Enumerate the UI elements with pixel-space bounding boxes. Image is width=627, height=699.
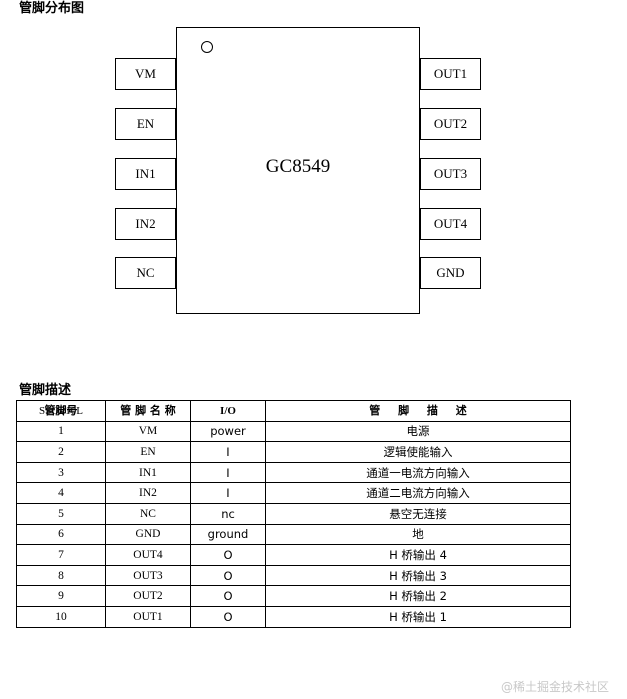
pin-number-cell: 8 — [16, 564, 106, 587]
pin-box-out3: OUT3 — [420, 158, 481, 190]
pin-description-cell: H 桥输出 3 — [265, 564, 571, 587]
pin-description-title: 管脚描述 — [19, 383, 72, 398]
pin-io-cell: ground — [190, 523, 266, 546]
pin-name-cell: EN — [105, 441, 191, 463]
pin-description-cell: 通道一电流方向输入 — [265, 461, 571, 484]
table-header-row: 管脚号 SSOP10L 管 脚 名 称 I/O 管 脚 描 述 — [16, 400, 571, 422]
pin-number-cell: 3 — [16, 461, 106, 484]
pin-box-out4: OUT4 — [420, 208, 481, 240]
pin-number-cell: 2 — [16, 441, 106, 463]
pin-name-cell: VM — [105, 420, 191, 443]
pin-io-cell: O — [190, 585, 266, 607]
header-io: I/O — [190, 400, 266, 422]
pin-box-out1: OUT1 — [420, 58, 481, 90]
pin-description-cell: 通道二电流方向输入 — [265, 482, 571, 504]
pin-description-cell: 地 — [265, 523, 571, 546]
pin-io-cell: O — [190, 544, 266, 566]
pin-description-cell: 电源 — [265, 420, 571, 443]
pin-io-cell: I — [190, 461, 266, 484]
pin-box-in2: IN2 — [115, 208, 176, 240]
pin-diagram-title: 管脚分布图 — [19, 1, 85, 16]
pin-box-gnd: GND — [420, 257, 481, 289]
watermark: @稀土掘金技术社区 — [501, 680, 610, 694]
pin-number-cell: 5 — [16, 502, 106, 525]
chip-body: GC8549 — [176, 27, 420, 314]
pin-box-en: EN — [115, 108, 176, 140]
pin-name-cell: OUT1 — [105, 605, 191, 628]
pin-name-cell: IN1 — [105, 461, 191, 484]
pin-number-cell: 7 — [16, 544, 106, 566]
pin-number-cell: 1 — [16, 420, 106, 443]
pin-number-cell: 10 — [16, 605, 106, 628]
pin-io-cell: O — [190, 564, 266, 587]
pin-name-cell: IN2 — [105, 482, 191, 504]
pin-number-cell: 4 — [16, 482, 106, 504]
pin-name-cell: GND — [105, 523, 191, 546]
chip-name: GC8549 — [265, 156, 331, 177]
pin-description-cell: H 桥输出 2 — [265, 585, 571, 607]
pin-box-in1: IN1 — [115, 158, 176, 190]
pin-description-cell: 悬空无连接 — [265, 502, 571, 525]
pin-number-cell: 9 — [16, 585, 106, 607]
pin-description-cell: H 桥输出 4 — [265, 544, 571, 566]
pin-name-cell: OUT4 — [105, 544, 191, 566]
pin-io-cell: power — [190, 420, 266, 443]
pin-box-vm: VM — [115, 58, 176, 90]
pin-number-cell: 6 — [16, 523, 106, 546]
header-pin-name: 管 脚 名 称 — [105, 400, 191, 422]
pin-description-cell: H 桥输出 1 — [265, 605, 571, 628]
pin-io-cell: nc — [190, 502, 266, 525]
header-description: 管 脚 描 述 — [265, 400, 571, 422]
pin1-marker-icon — [201, 41, 213, 53]
pin-box-out2: OUT2 — [420, 108, 481, 140]
pin-io-cell: O — [190, 605, 266, 628]
pin-io-cell: I — [190, 482, 266, 504]
header-pin-number-label: 管脚号 — [44, 404, 78, 417]
pin-name-cell: NC — [105, 502, 191, 525]
header-pin-number: 管脚号 SSOP10L — [16, 400, 106, 422]
header-package-label: SSOP10L — [38, 404, 84, 417]
pin-box-nc: NC — [115, 257, 176, 289]
pin-name-cell: OUT3 — [105, 564, 191, 587]
pin-name-cell: OUT2 — [105, 585, 191, 607]
pin-io-cell: I — [190, 441, 266, 463]
pin-description-cell: 逻辑使能输入 — [265, 441, 571, 463]
